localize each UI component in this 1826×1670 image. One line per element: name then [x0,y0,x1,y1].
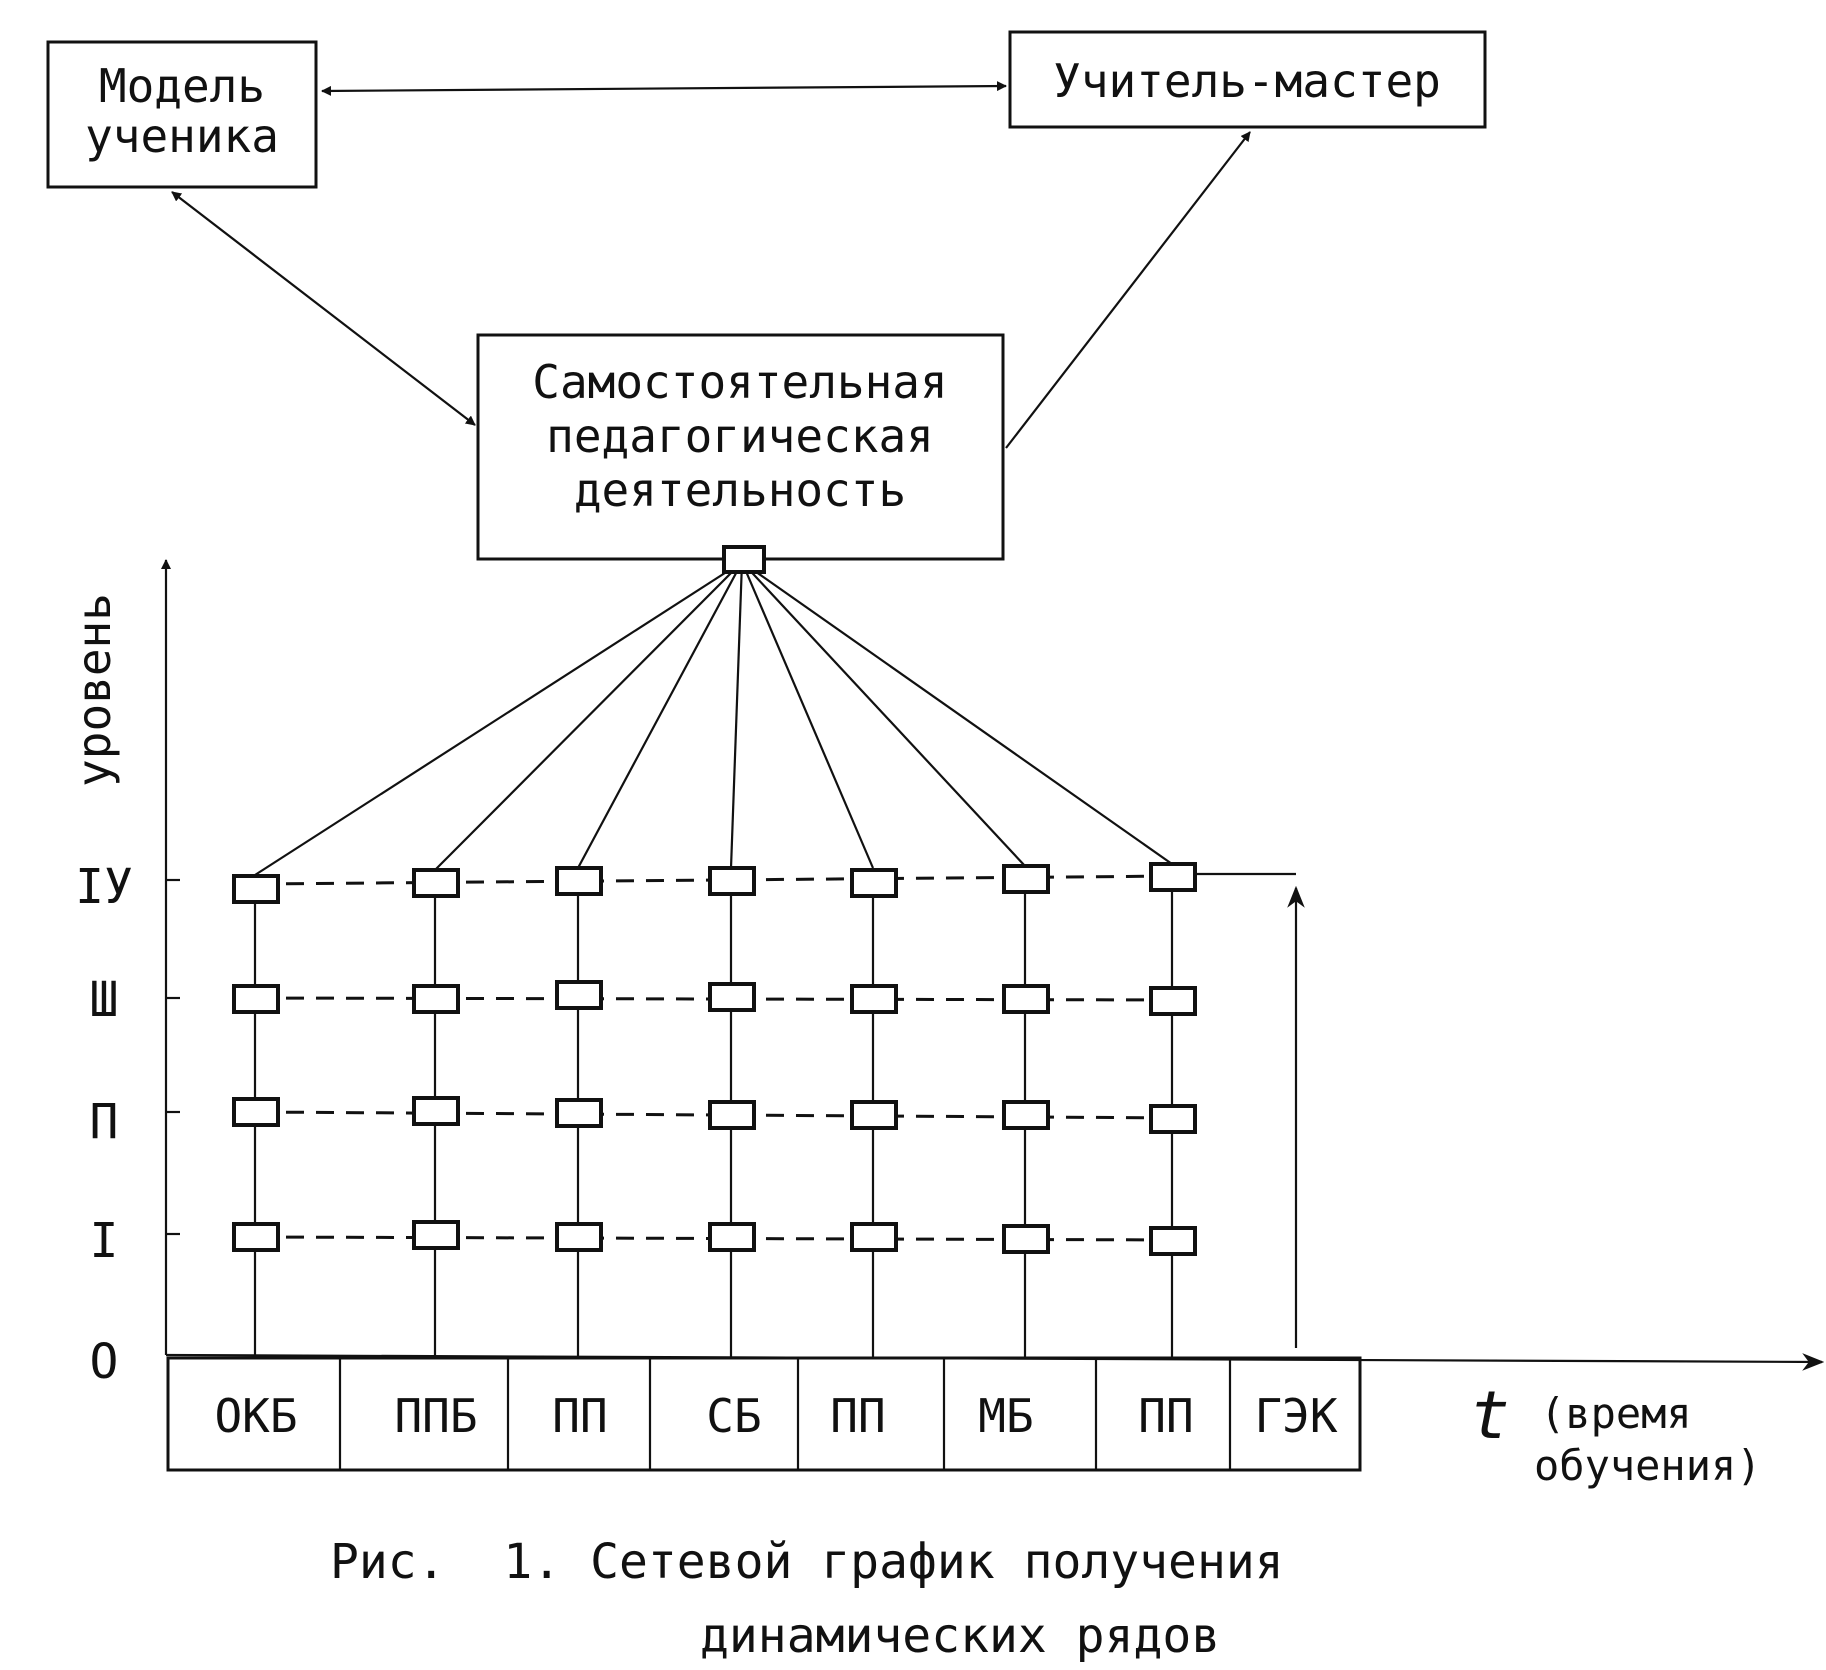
stage-label: ПП [1138,1389,1193,1443]
node-l3 [708,982,756,1012]
node-l1 [555,1222,603,1252]
node-l2 [412,1096,460,1126]
x-axis-symbol: t [1470,1377,1510,1454]
student-teacher-arrow [321,81,1007,96]
node-l3 [412,984,460,1014]
x-axis-label-line-2: обучения) [1534,1441,1762,1490]
student-activity-arrow [171,191,476,426]
student-model-box: Модель ученика [46,40,318,189]
node-l3 [555,980,603,1010]
independent-activity-box: Самостоятельная педагогическая деятельно… [476,333,1005,561]
student-model-line-2: ученика [85,109,279,163]
level-label-1: I [90,1213,119,1269]
x-axis-label-line-1: (время [1540,1389,1692,1438]
hub-node [722,545,766,574]
node-l3 [232,984,280,1014]
stage-label: ГЭК [1254,1389,1337,1443]
student-model-line-1: Модель [99,59,265,113]
node-l2 [708,1100,756,1130]
node-l1 [1149,1226,1197,1256]
node-l3 [1149,986,1197,1016]
fan-line [434,561,743,871]
master-teacher-box: Учитель-мастер [1008,30,1487,129]
node-l4 [708,866,756,896]
node-l1 [412,1220,460,1250]
node-l1 [708,1222,756,1252]
stage-strip: ОКБ ППБ ПП СБ ПП МБ ПП ГЭК [166,1356,1362,1472]
level-label-3: Ш [90,972,119,1028]
node-l4 [850,868,898,898]
node-l4 [232,874,280,904]
activity-teacher-arrow [1005,131,1251,449]
stage-label: ПП [552,1389,607,1443]
node-l2 [232,1097,280,1127]
stage-label: ОКБ [214,1389,297,1443]
node-l4 [1149,862,1197,892]
fan-line [577,561,743,869]
fan-line [740,561,875,869]
node-l1 [232,1222,280,1252]
independent-activity-line-1: Самостоятельная [532,355,947,409]
level-label-0: O [90,1334,119,1390]
caption-line-1: Рис. 1. Сетевой график получения [330,1534,1284,1590]
caption-line-2: динамических рядов [700,1608,1220,1664]
node-l4 [555,866,603,896]
stage-label: СБ [706,1389,761,1443]
fan-line [741,561,1026,867]
independent-activity-line-3: деятельность [574,463,906,517]
stage-label: ПП [830,1389,885,1443]
node-l4 [412,868,460,898]
level-label-4: IУ [75,859,133,915]
y-axis-label: уровень [67,593,121,787]
node-l2 [1002,1100,1050,1130]
level-label-2: П [90,1094,119,1150]
node-l4 [1002,864,1050,894]
fan-line [741,561,1173,865]
node-l2 [850,1100,898,1130]
node-l2 [555,1098,603,1128]
fan-line [254,561,743,876]
node-l2 [1149,1104,1197,1134]
node-l3 [850,984,898,1014]
fan-line [729,561,744,869]
node-l1 [1002,1224,1050,1254]
independent-activity-line-2: педагогическая [546,409,934,463]
stage-label: ППБ [394,1389,477,1443]
master-teacher-label: Учитель-мастер [1053,54,1441,108]
stage-label: МБ [978,1389,1033,1443]
node-l1 [850,1222,898,1252]
node-l3 [1002,984,1050,1014]
